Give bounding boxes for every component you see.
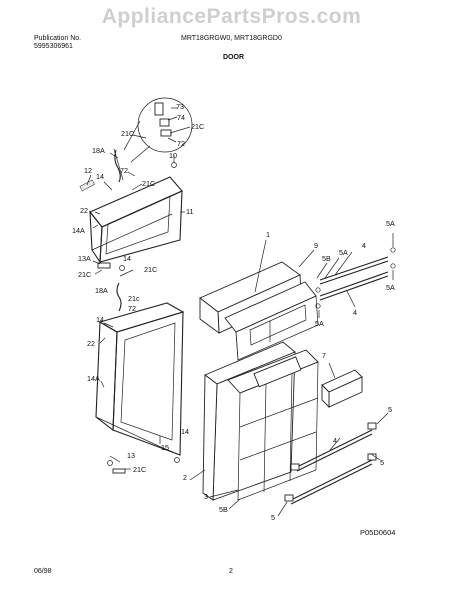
callout-14a: 14A (87, 374, 100, 383)
callout-12: 12 (84, 166, 92, 175)
callout-13: 13 (127, 451, 135, 460)
callout-4: 4 (362, 241, 366, 250)
publication-number: 5995306961 (34, 43, 73, 50)
fresh-food-door-liner (202, 341, 319, 501)
callout-4: 4 (333, 436, 337, 445)
callout-72: 72 (177, 139, 185, 148)
callout-7: 7 (322, 351, 326, 360)
callout-21c: 21C (144, 265, 157, 274)
center-hinge-parts (97, 262, 134, 312)
callout-21c: 21C (121, 129, 134, 138)
callout-leaders (86, 134, 394, 517)
callout-1: 1 (266, 230, 270, 239)
publication-label: Publication No. (34, 35, 82, 42)
callout-14: 14 (123, 254, 131, 263)
callout-5: 5 (380, 458, 384, 467)
callout-14: 14 (96, 315, 104, 324)
callout-22: 22 (87, 339, 95, 348)
callout-21c: 21c (128, 294, 140, 303)
callout-21c: 21C (191, 122, 204, 131)
callout-4: 4 (353, 308, 357, 317)
callout-73: 73 (176, 102, 184, 111)
callout-72: 72 (128, 304, 136, 313)
freezer-door-liner (199, 261, 319, 361)
callout-14: 14 (96, 172, 104, 181)
diagram-code: P05D0604 (360, 528, 396, 537)
footer-date: 06/98 (34, 568, 52, 575)
callout-15: 15 (161, 443, 169, 452)
section-title: DOOR (223, 54, 244, 61)
callout-9: 9 (314, 241, 318, 250)
callout-18a: 18A (92, 146, 105, 155)
callout-labels: 73 74 21C 72 21C 18A 72 10 12 14 21C 22 … (72, 102, 395, 522)
model-numbers: MRT18GRGW0, MRT18GRGD0 (181, 35, 282, 42)
callout-5b: 5B (219, 505, 228, 514)
callout-10: 10 (169, 151, 177, 160)
callout-11: 11 (186, 207, 193, 216)
fresh-food-door-assembly (95, 302, 185, 474)
callout-5: 5 (388, 405, 392, 414)
callout-2: 2 (183, 473, 187, 482)
callout-14a: 14A (72, 226, 85, 235)
callout-21c: 21C (78, 270, 91, 279)
callout-21c: 21C (133, 465, 146, 474)
callout-22: 22 (80, 206, 88, 215)
page-number: 2 (229, 568, 233, 575)
callout-72: 72 (120, 166, 128, 175)
callout-5a: 5A (339, 248, 348, 257)
callout-74: 74 (177, 113, 185, 122)
callout-5a: 5A (386, 219, 395, 228)
callout-3: 3 (204, 492, 208, 501)
callout-13a: 13A (78, 254, 91, 263)
callout-5a: 5A (315, 319, 324, 328)
callout-14: 14 (181, 427, 189, 436)
hinge-detail-zoom (123, 97, 193, 163)
freezer-door-assembly (79, 148, 183, 264)
dairy-compartment-door (321, 369, 363, 409)
callout-18a: 18A (95, 286, 108, 295)
watermark-text: AppliancePartsPros.com (101, 5, 362, 28)
shelf-bars (284, 247, 396, 505)
callout-21c: 21C (142, 179, 155, 188)
callout-5: 5 (271, 513, 275, 522)
callout-5a: 5A (386, 283, 395, 292)
callout-5b: 5B (322, 254, 331, 263)
